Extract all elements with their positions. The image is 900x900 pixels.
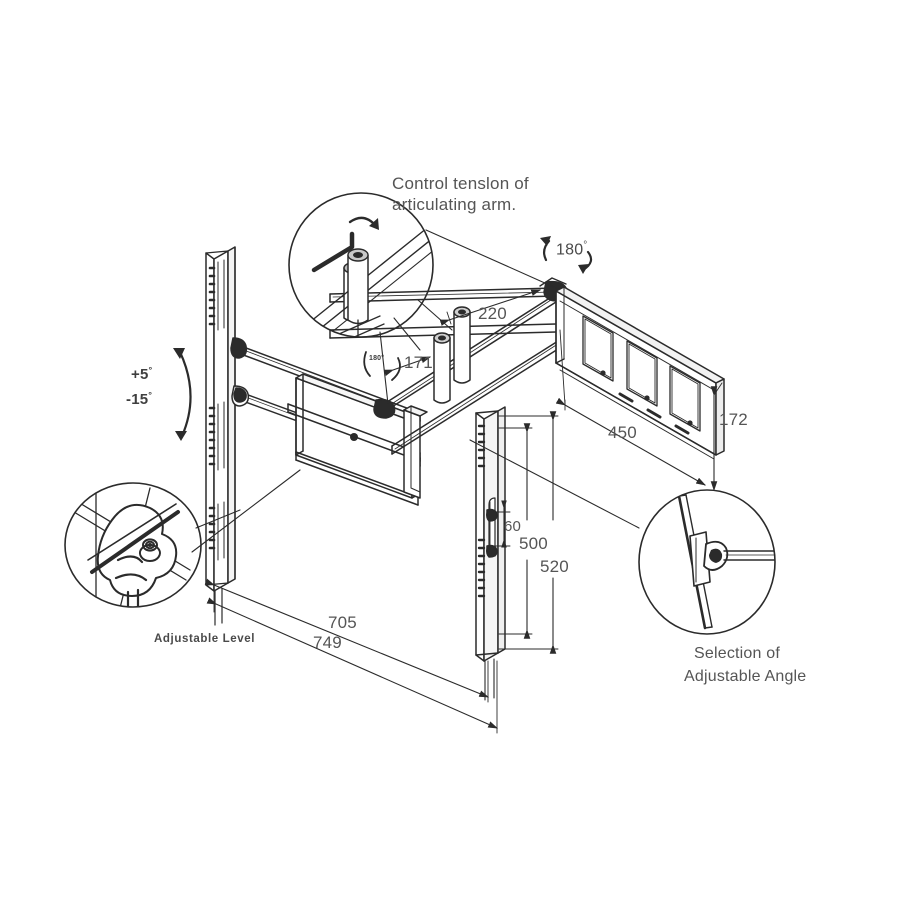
swivel-arc-symbol xyxy=(540,236,593,274)
tilt-up-label: +5° xyxy=(131,365,153,383)
tilt-down-label: -15° xyxy=(126,390,153,408)
adjustable-angle-caption-line1: Selection of xyxy=(694,645,781,662)
dimension-450: 450 xyxy=(608,423,637,442)
wall-plate xyxy=(205,246,236,626)
tilt-arc-symbol xyxy=(173,348,192,441)
leader-lines xyxy=(191,229,640,553)
dimension-220: 220 xyxy=(478,304,507,323)
center-arm-plate xyxy=(287,373,428,506)
callout-adjustable-angle xyxy=(638,489,776,635)
adjustable-angle-caption-line2: Adjustable Angle xyxy=(684,668,807,685)
dimension-lines xyxy=(204,289,723,734)
dimension-520: 520 xyxy=(540,557,569,576)
callout-title-line2: articulating arm. xyxy=(392,195,517,214)
callout-title-line1: Control tenslon of xyxy=(392,174,529,193)
joint-swivel-arc xyxy=(363,351,401,381)
callout-adjustable-level xyxy=(64,482,202,608)
callout-top-tension xyxy=(288,192,434,338)
dimension-749: 749 xyxy=(313,633,342,652)
dimension-705: 705 xyxy=(328,613,357,632)
dimension-500: 500 xyxy=(519,534,548,553)
joint-swivel-label: 180° xyxy=(369,355,385,362)
dimension-172: 172 xyxy=(719,410,748,429)
adjustable-level-caption: Adjustable Level xyxy=(154,633,255,645)
tv-mount-plate xyxy=(555,286,725,460)
swivel-angle-label: 180° xyxy=(556,240,588,259)
dimension-171: 171 xyxy=(404,353,433,372)
dimension-60: 60 xyxy=(504,518,522,535)
